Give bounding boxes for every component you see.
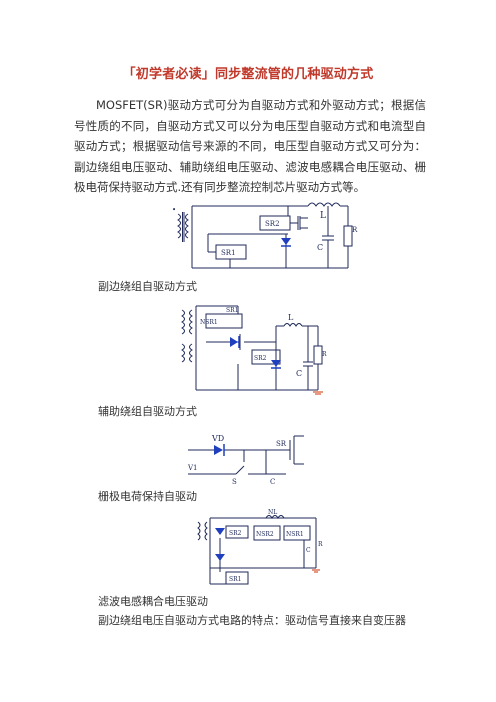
article-title: 「初学者必读」同步整流管的几种驱动方式 — [122, 67, 374, 82]
label-r: R — [352, 226, 358, 234]
circuit-diagram-3: VD SR V1 S C — [187, 434, 304, 486]
label-r: R — [318, 541, 323, 548]
figure-secondary-winding-drive: • SR2 SR1 L C R — [168, 198, 358, 273]
caption-figure-3: 栅极电荷保持自驱动 — [98, 490, 197, 503]
label-c: C — [306, 547, 311, 554]
figure-inductor-coupled-drive: NL SR2 NSR2 NSR1 SR1 C R — [196, 508, 326, 590]
figure-aux-winding-drive: NSR1 SR1 SR2 L C R — [178, 300, 328, 396]
figure-gate-charge-drive: VD SR V1 S C — [186, 430, 316, 486]
label-c: C — [317, 243, 323, 252]
caption-figure-2: 辅助绕组自驱动方式 — [98, 405, 197, 418]
caption-figure-4: 滤波电感耦合电压驱动 — [98, 595, 208, 608]
label-l: L — [288, 313, 294, 322]
label-v1: V1 — [187, 464, 198, 472]
circuit-diagram-1: • SR2 SR1 L C R — [172, 202, 358, 269]
label-nl: NL — [268, 509, 277, 516]
label-sr1: SR1 — [229, 576, 241, 583]
label-nsr1: NSR1 — [286, 531, 304, 538]
label-sr2: SR2 — [254, 355, 267, 362]
label-r: R — [322, 351, 327, 358]
intro-paragraph: MOSFET(SR)驱动方式可分为自驱动方式和外驱动方式；根据信号性质的不同，自… — [74, 95, 426, 198]
label-c: C — [270, 478, 275, 486]
circuit-diagram-4: NL SR2 NSR2 NSR1 SR1 C R — [197, 509, 323, 585]
svg-text:•: • — [172, 206, 176, 214]
label-c: C — [296, 369, 302, 378]
label-s: S — [232, 478, 237, 486]
label-sr2: SR2 — [265, 220, 280, 228]
label-sr2: SR2 — [229, 530, 242, 537]
label-vd: VD — [211, 434, 224, 443]
circuit-diagram-2: NSR1 SR1 SR2 L C R — [181, 305, 327, 395]
caption-figure-1: 副边绕组自驱动方式 — [98, 280, 197, 293]
label-nsr1: NSR1 — [200, 319, 218, 326]
intro-text: MOSFET(SR)驱动方式可分为自驱动方式和外驱动方式；根据信号性质的不同，自… — [74, 98, 426, 195]
label-nsr2: NSR2 — [256, 531, 274, 538]
label-sr1: SR1 — [221, 249, 236, 257]
label-sr1: SR1 — [226, 307, 238, 314]
label-sr: SR — [276, 440, 287, 448]
body-text-continued: 副边绕组电压自驱动方式电路的特点：驱动信号直接来自变压器 — [98, 614, 406, 627]
label-l: L — [320, 211, 326, 221]
